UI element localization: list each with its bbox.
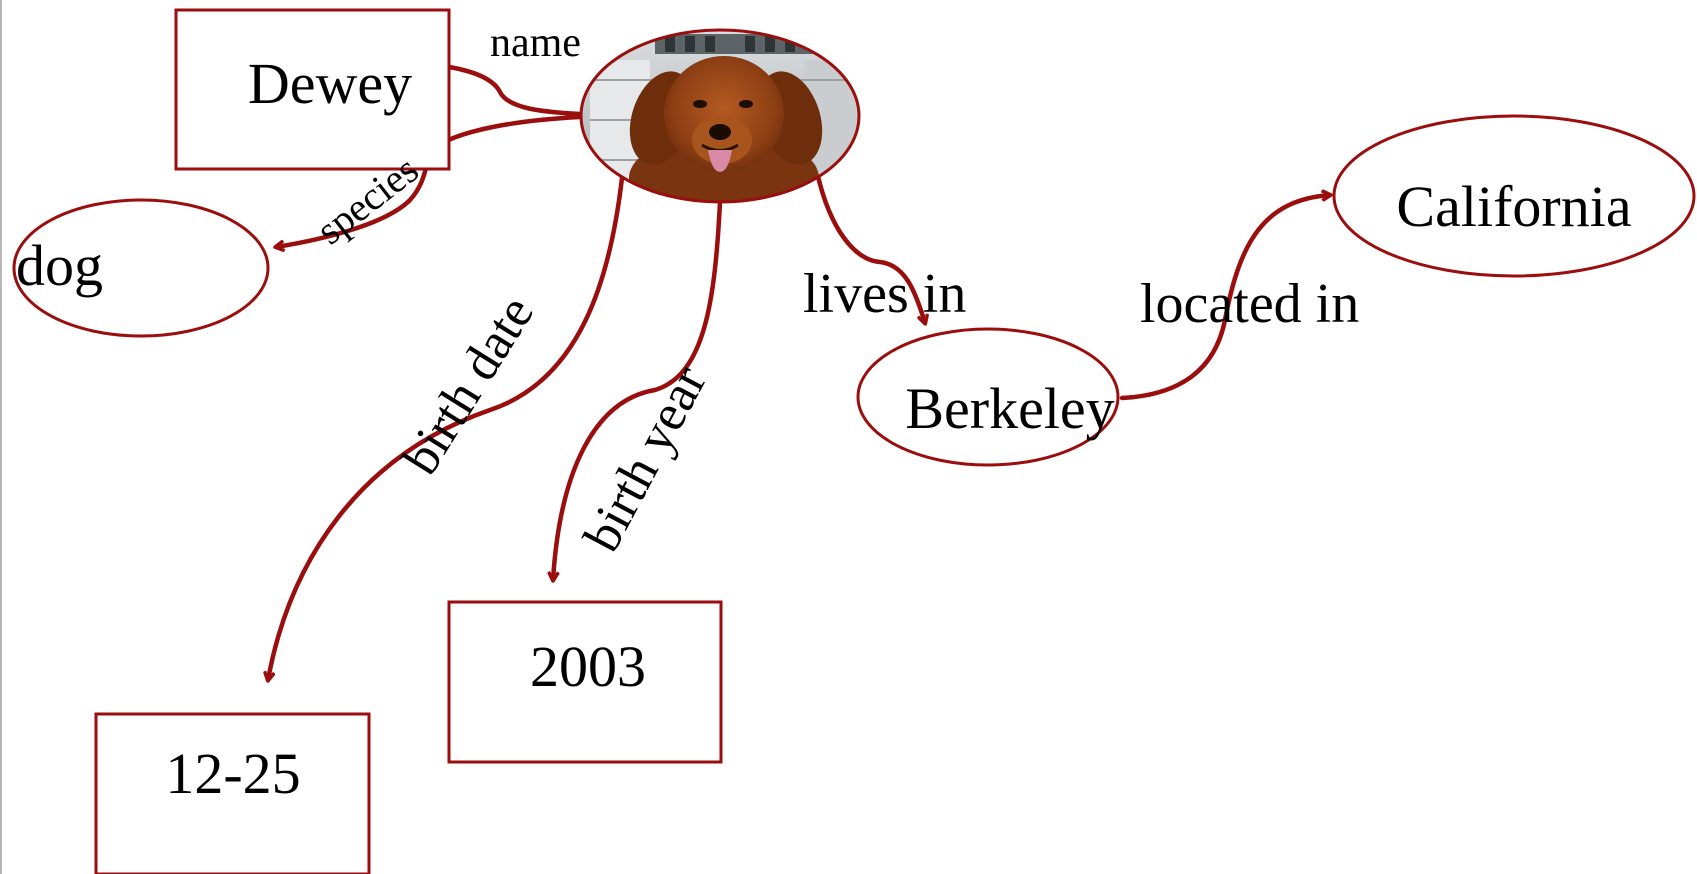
- node-california: California: [1332, 114, 1696, 278]
- edge-lives-in: [814, 169, 925, 323]
- page-left-border: [0, 0, 2, 874]
- edge-label-lives-in: lives in: [803, 263, 966, 325]
- dog-photo: [579, 28, 861, 204]
- edge-label-located-in: located in: [1140, 273, 1359, 335]
- edge-located-in: [1119, 195, 1330, 401]
- node-year: 2003: [447, 600, 723, 764]
- edge-birth-date: [268, 175, 625, 680]
- edge-birth-year: [553, 199, 723, 580]
- node-date-label: 12-25: [165, 741, 300, 806]
- node-date: 12-25: [94, 712, 371, 874]
- edge-label-birth-date: birth date: [392, 286, 545, 484]
- node-california-label: California: [1396, 174, 1631, 239]
- edge-species: [276, 114, 583, 247]
- node-dog: dog: [12, 198, 270, 338]
- edge-label-birth-year: birth year: [573, 357, 718, 561]
- node-berkeley: Berkeley: [856, 327, 1120, 467]
- edge-name: [428, 64, 583, 117]
- edge-label-name: name: [490, 20, 581, 66]
- node-dewey: Dewey: [174, 8, 451, 171]
- node-dewey-label: Dewey: [248, 51, 412, 116]
- node-year-label: 2003: [530, 634, 646, 699]
- node-berkeley-label: Berkeley: [905, 376, 1114, 441]
- node-dog-label: dog: [16, 233, 103, 298]
